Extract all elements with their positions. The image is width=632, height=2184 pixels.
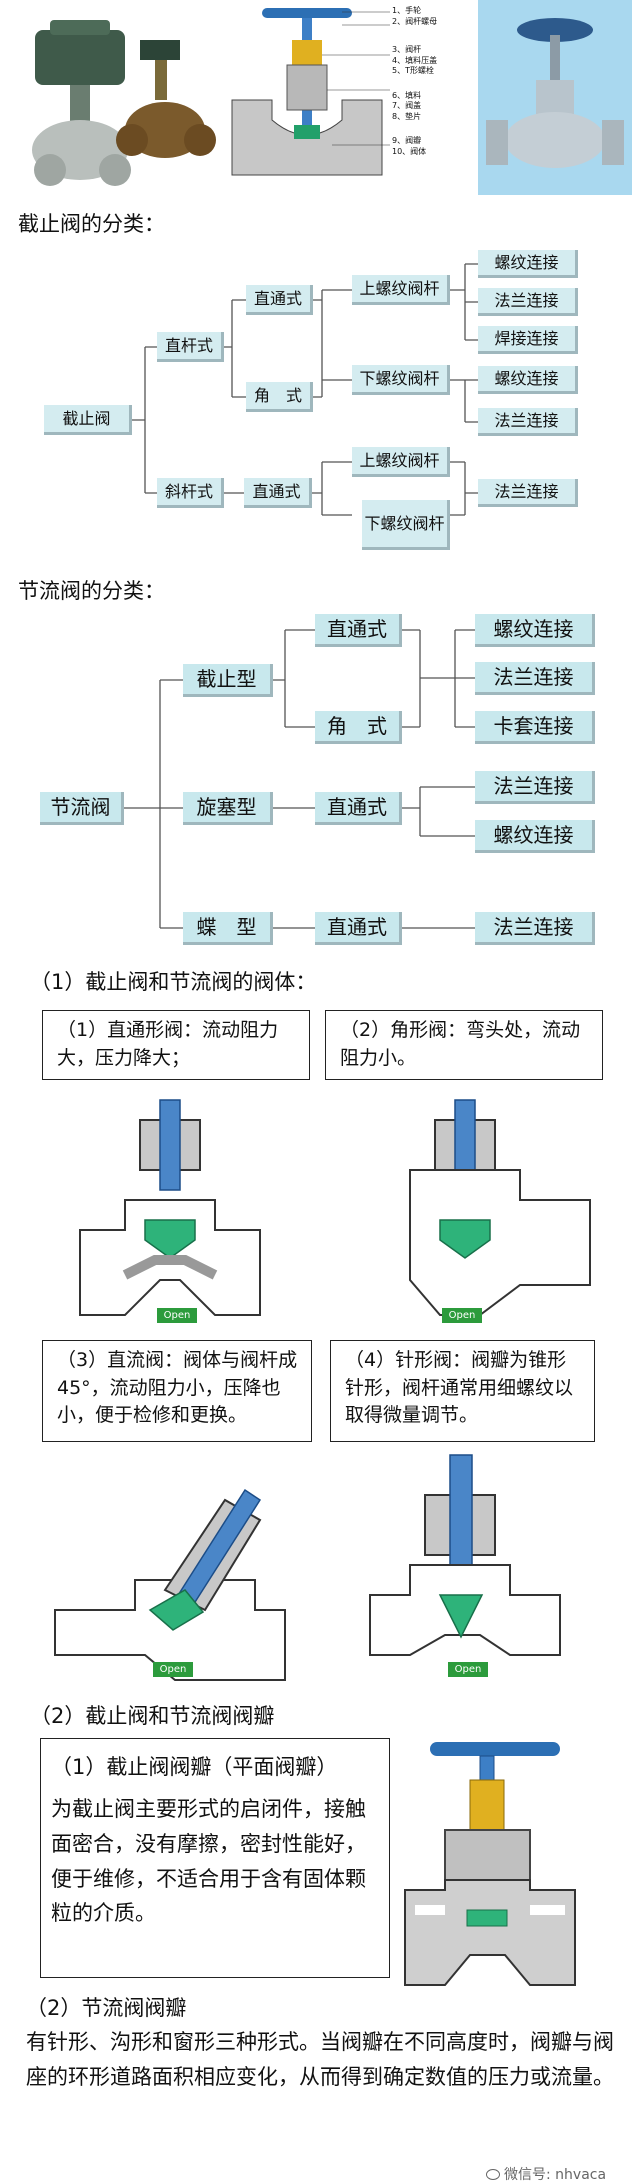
tree-leaf-c4: 螺纹连接 — [478, 366, 578, 394]
tree-node-angle-t: 角 式 — [315, 711, 402, 744]
cutoff-valve-disc-diagram — [404, 1742, 576, 1986]
tree-node-plug-type: 旋塞型 — [183, 792, 273, 825]
open-label: Open — [448, 1662, 488, 1677]
tree-node-lower-thread: 下螺纹阀杆 — [352, 365, 450, 395]
tree-leaf-e3: 卡套连接 — [475, 711, 595, 744]
part-label: 2、阀杆螺母 — [392, 16, 438, 26]
wechat-watermark: 微信号: nhvaca — [486, 2164, 606, 2184]
part-label: 4、填料压盖 — [392, 55, 438, 65]
throttle-tree-connectors — [124, 629, 475, 929]
tree-leaf-c2: 法兰连接 — [478, 288, 578, 316]
section-title-throttle-disc: （2）节流阀阀瓣 — [26, 1996, 187, 2020]
stainless-valve-photo — [478, 0, 632, 195]
section-title-disc: （2）截止阀和节流阀阀瓣 — [30, 1704, 275, 1728]
tree-leaf-e1: 螺纹连接 — [475, 614, 595, 647]
tree-node-butterfly-type: 蝶 型 — [183, 912, 273, 945]
tree-node-cutoff-type: 截止型 — [183, 664, 273, 697]
actuator-valve-illustration — [32, 20, 216, 186]
needle-valve-diagram — [369, 1454, 561, 1656]
tree-leaf-c5: 法兰连接 — [478, 408, 578, 436]
tree-node-through-c: 直通式 — [315, 912, 402, 945]
section-title-throttle: 节流阀的分类： — [18, 579, 165, 603]
tree-node-upper-thread: 上螺纹阀杆 — [352, 275, 450, 305]
tree-node-angle: 角 式 — [246, 382, 313, 412]
part-label: 1、手轮 — [392, 6, 422, 15]
throttle-disc-text: 有针形、沟形和窗形三种形式。当阀瓣在不同高度时，阀瓣与阀座的环形道路面积相应变化… — [26, 2030, 614, 2089]
body-type-direct-desc: （3）直流阀：阀体与阀杆成45°，流动阻力小，压降也小，便于检修和更换。 — [42, 1340, 312, 1442]
y-pattern-valve-diagram — [54, 1488, 286, 1681]
open-label: Open — [442, 1308, 482, 1323]
tree-leaf-c1: 螺纹连接 — [478, 250, 578, 278]
disc-body: 为截止阀主要形式的启闭件，接触面密合，没有摩擦，密封性能好，便于维修，不适合用于… — [51, 1797, 366, 1926]
open-label: Open — [153, 1662, 193, 1677]
angle-valve-diagram — [409, 1099, 591, 1316]
cutaway-illustration — [231, 8, 390, 176]
section-title-body: （1）截止阀和节流阀的阀体： — [30, 970, 317, 994]
disc-desc-box: （1）截止阀阀瓣（平面阀瓣） 为截止阀主要形式的启闭件，接触面密合，没有摩擦，密… — [40, 1738, 390, 1978]
part-label: 7、阀盖 — [392, 101, 422, 110]
body-type-angle-desc: （2）角形阀：弯头处，流动阻力小。 — [325, 1010, 603, 1080]
wechat-icon — [486, 2169, 500, 2180]
part-label: 8、垫片 — [392, 111, 422, 121]
tree-node-through-b: 直通式 — [315, 792, 402, 825]
tree-node-through2: 直通式 — [244, 478, 312, 508]
tree-node-lower-thread2: 下螺纹阀杆 — [362, 500, 450, 550]
open-label: Open — [157, 1308, 197, 1323]
tree-leaf-e5: 螺纹连接 — [475, 820, 595, 853]
part-label: 6、填料 — [392, 90, 422, 100]
body-type-needle-desc: （4）针形阀：阀瓣为锥形针形，阀杆通常用细螺纹以取得微量调节。 — [330, 1340, 595, 1442]
cutoff-tree-connectors — [132, 263, 478, 516]
part-label: 5、T形螺栓 — [392, 66, 434, 75]
tree-node-through-a: 直通式 — [315, 614, 402, 647]
tree-leaf-e6: 法兰连接 — [475, 912, 595, 945]
stainless-valve-illustration — [486, 18, 624, 168]
disc-title: （1）截止阀阀瓣（平面阀瓣） — [51, 1755, 338, 1779]
tree-leaf-e2: 法兰连接 — [475, 662, 595, 695]
tree-leaf-c6: 法兰连接 — [478, 479, 578, 507]
tree-node-cutoff-root: 截止阀 — [44, 405, 132, 435]
part-label-list: 1、手轮 2、阀杆螺母 3、阀杆 4、填料压盖 5、T形螺栓 6、填料 7、阀盖… — [392, 6, 437, 157]
tree-node-through: 直通式 — [246, 285, 313, 315]
tree-leaf-c3: 焊接连接 — [478, 326, 578, 354]
tree-node-throttle-root: 节流阀 — [40, 792, 124, 825]
section-title-cutoff: 截止阀的分类： — [18, 212, 165, 236]
tree-leaf-e4: 法兰连接 — [475, 771, 595, 804]
part-label: 9、阀瓣 — [392, 136, 422, 145]
part-label: 10、阀体 — [392, 146, 427, 156]
body-type-straight-desc: （1）直通形阀：流动阻力大，压力降大； — [42, 1010, 310, 1080]
tree-node-inclined-rod: 斜杆式 — [157, 478, 224, 508]
actuator-valve-photo — [20, 0, 230, 195]
valve-cutaway-diagram: 1、手轮 2、阀杆螺母 3、阀杆 4、填料压盖 5、T形螺栓 6、填料 7、阀盖… — [231, 0, 477, 195]
tree-node-straight-rod: 直杆式 — [157, 332, 224, 362]
part-label: 3、阀杆 — [392, 45, 422, 54]
straight-globe-valve-diagram — [79, 1099, 261, 1316]
tree-node-upper-thread2: 上螺纹阀杆 — [352, 447, 450, 477]
watermark-text: 微信号: nhvaca — [504, 2167, 607, 2183]
